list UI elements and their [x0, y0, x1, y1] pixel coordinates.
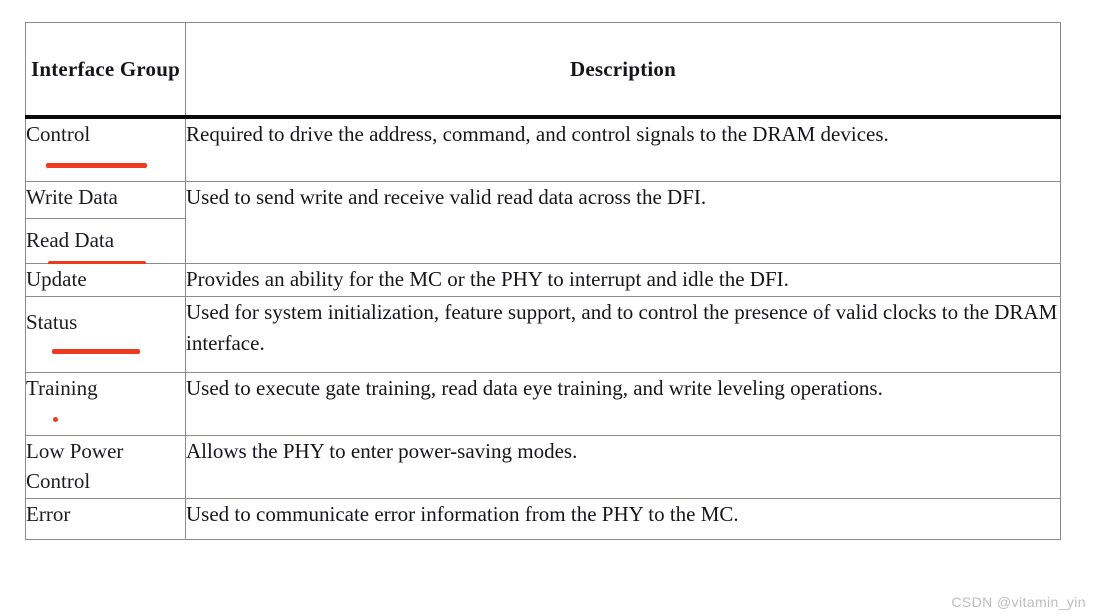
description-label: Used to execute gate training, read data… [186, 376, 883, 400]
description-label: Used for system initialization, feature … [186, 300, 1058, 355]
description-label: Allows the PHY to enter power-saving mod… [186, 439, 578, 463]
interface-group-label: Read Data [26, 228, 115, 252]
column-header-interface-group-label: Interface Group [30, 56, 180, 81]
description-label: Required to drive the address, command, … [186, 122, 889, 146]
red-underline-annotation-control [46, 163, 147, 168]
column-header-description-label: Description [569, 56, 677, 81]
cell-interface-group-write-data: Write Data [25, 181, 186, 227]
description-label: Provides an ability for the MC or the PH… [186, 267, 789, 291]
table-row: Control Required to drive the address, c… [25, 116, 1061, 182]
table-row: Low Power Control Allows the PHY to ente… [25, 435, 1061, 499]
description-label: Used to send write and receive valid rea… [186, 185, 707, 209]
interface-group-label: Control [26, 122, 91, 146]
cell-description-low-power-control: Allows the PHY to enter power-saving mod… [185, 435, 1061, 499]
table-row: Status Used for system initialization, f… [25, 296, 1061, 373]
interface-group-label: Write Data [26, 185, 118, 209]
cell-interface-group-low-power-control: Low Power Control [25, 435, 186, 499]
cell-interface-group-update: Update [25, 263, 186, 311]
column-header-interface-group: Interface Group [25, 22, 186, 119]
table-row: Write Data Used to send write and receiv… [25, 181, 1061, 264]
cell-interface-group-control: Control [25, 116, 186, 182]
interface-group-label: Status [26, 310, 78, 334]
interface-group-label: Training [26, 376, 98, 400]
watermark-label: CSDN @vitamin_yin [951, 594, 1086, 610]
table-row: Error Used to communicate error informat… [25, 498, 1061, 540]
interface-group-table-container: Interface Group Description Control Requ… [25, 22, 1061, 540]
cell-interface-group-error: Error [25, 498, 186, 540]
cell-description-status: Used for system initialization, feature … [185, 296, 1061, 373]
interface-group-label: Update [26, 267, 87, 291]
table-row: Update Provides an ability for the MC or… [25, 263, 1061, 311]
table-row: Training Used to execute gate training, … [25, 372, 1061, 436]
cell-description-training: Used to execute gate training, read data… [185, 372, 1061, 436]
cell-description-error: Used to communicate error information fr… [185, 498, 1061, 540]
cell-interface-group-training: Training [25, 372, 186, 436]
cell-interface-group-read-data: Read Data [25, 218, 186, 266]
description-label: Used to communicate error information fr… [186, 502, 739, 526]
red-dot-annotation-training [53, 417, 58, 422]
red-underline-annotation-status [52, 349, 140, 354]
table-header-row: Interface Group Description [25, 22, 1061, 119]
cell-description-update: Provides an ability for the MC or the PH… [185, 263, 1061, 297]
cell-description-write-read-data: Used to send write and receive valid rea… [185, 181, 1061, 264]
interface-group-label: Error [26, 502, 71, 526]
cell-interface-group-status: Status [25, 296, 186, 373]
column-header-description: Description [185, 22, 1061, 119]
interface-group-label: Low Power Control [26, 439, 124, 493]
interface-group-table: Interface Group Description Control Requ… [25, 22, 1061, 540]
cell-description-control: Required to drive the address, command, … [185, 116, 1061, 182]
